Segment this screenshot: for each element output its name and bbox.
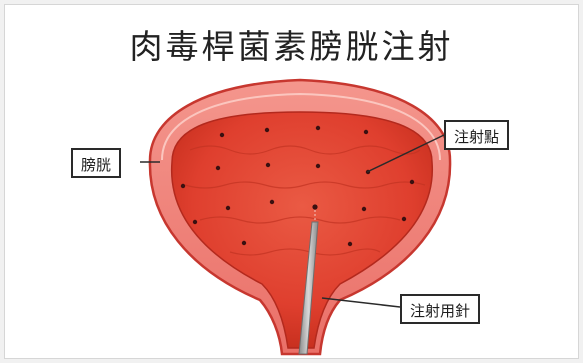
injection-point: [410, 180, 414, 184]
label-injection-needle: 注射用針: [400, 294, 480, 324]
injection-point: [226, 206, 230, 210]
injection-point: [181, 184, 185, 188]
injection-point: [265, 128, 269, 132]
injection-point: [193, 220, 197, 224]
injection-point: [362, 207, 366, 211]
injection-point: [220, 133, 224, 137]
injection-point: [402, 217, 406, 221]
injection-point: [216, 166, 220, 170]
injection-point: [266, 163, 270, 167]
injection-point: [348, 242, 352, 246]
label-injection-point: 注射點: [444, 120, 509, 150]
label-bladder: 膀胱: [71, 148, 121, 178]
injection-point: [270, 200, 274, 204]
injection-point: [364, 130, 368, 134]
diagram-title: 肉毒桿菌素膀胱注射: [0, 20, 583, 68]
injection-point: [316, 126, 320, 130]
injection-point: [316, 164, 320, 168]
injection-point: [242, 241, 246, 245]
